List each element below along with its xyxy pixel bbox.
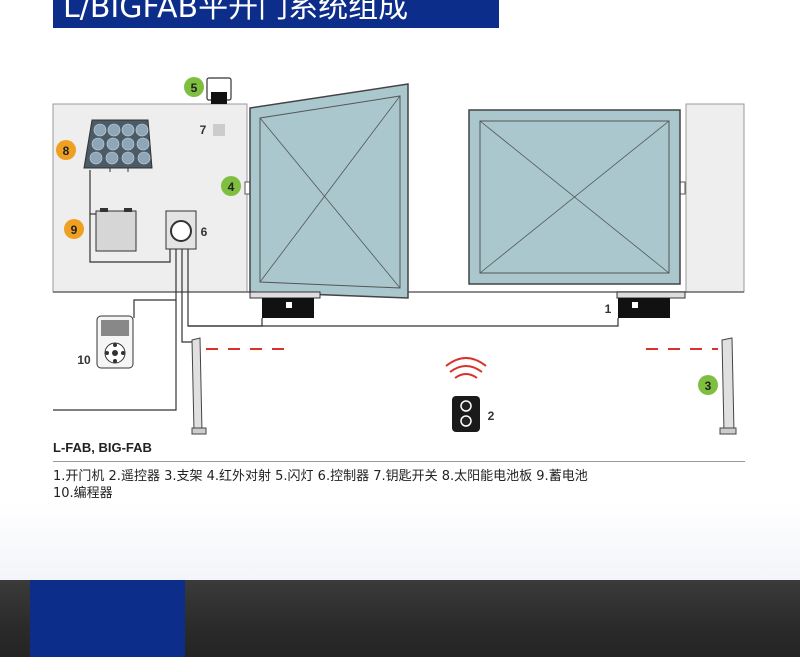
footer-blue-block xyxy=(30,580,185,657)
flashing-light xyxy=(206,77,232,104)
callout-2: 2 xyxy=(488,409,495,423)
callout-9: 9 xyxy=(64,219,84,239)
callout-3: 3 xyxy=(698,375,718,395)
legend-line-1: 1.开门机 2.遥控器 3.支架 4.红外对射 5.闪灯 6.控制器 7.钥匙开… xyxy=(53,469,588,484)
key-switch xyxy=(213,124,225,136)
callout-10: 10 xyxy=(77,353,91,367)
left-gate-operator xyxy=(249,291,321,318)
svg-text:5: 5 xyxy=(191,81,198,95)
battery xyxy=(95,208,137,252)
legend-line-2: 10.编程器 xyxy=(53,486,113,501)
controller-box xyxy=(165,210,197,250)
right-photocell-post xyxy=(719,337,737,435)
gate-system-diagram: 5 7 8 4 9 6 1 10 3 2 xyxy=(52,77,745,435)
callout-6: 6 xyxy=(201,225,208,239)
callout-8: 8 xyxy=(56,140,76,160)
svg-text:9: 9 xyxy=(71,223,78,237)
component-legend: 1.开门机 2.遥控器 3.支架 4.红外对射 5.闪灯 6.控制器 7.钥匙开… xyxy=(53,468,588,502)
wiring xyxy=(53,170,619,411)
svg-text:3: 3 xyxy=(705,379,712,393)
callout-4: 4 xyxy=(221,176,241,196)
right-gate-leaf xyxy=(468,109,681,285)
callout-1: 1 xyxy=(605,302,612,316)
product-subtitle: L-FAB, BIG-FAB xyxy=(53,440,152,455)
solar-panel xyxy=(83,119,153,172)
remote-control xyxy=(445,357,487,432)
divider xyxy=(53,461,745,462)
page-title: L/BIGFAB平开门系统组成 xyxy=(53,0,499,28)
right-wall xyxy=(685,103,745,293)
svg-text:4: 4 xyxy=(228,180,235,194)
footer-band xyxy=(0,580,800,657)
right-gate-operator xyxy=(616,291,686,318)
callout-5: 5 xyxy=(184,77,204,97)
left-gate-leaf xyxy=(249,83,409,299)
background-glow xyxy=(0,500,800,580)
svg-text:8: 8 xyxy=(63,144,70,158)
left-photocell-post xyxy=(191,337,207,435)
callout-7: 7 xyxy=(200,123,207,137)
programmer-device xyxy=(96,315,134,369)
